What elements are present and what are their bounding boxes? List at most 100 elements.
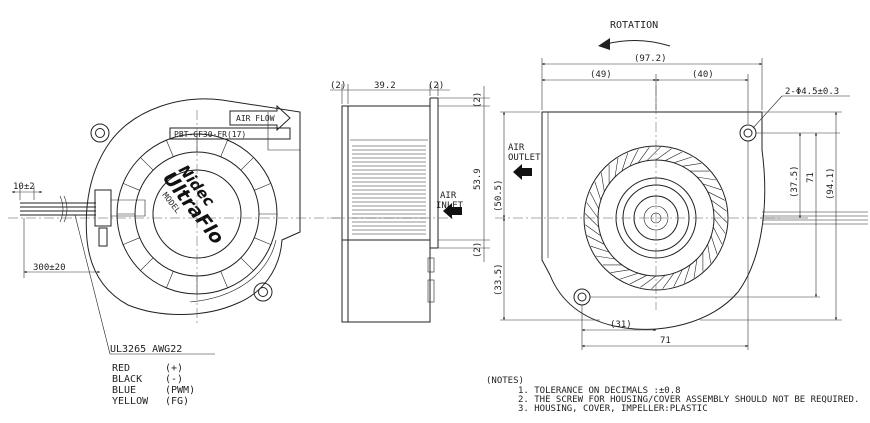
back-blade: [640, 275, 657, 288]
note-2: 2. THE SCREW FOR HOUSING/COVER ASSEMBLY …: [518, 395, 859, 405]
air-inlet-arrow: [443, 203, 462, 219]
back-blade: [637, 147, 650, 163]
front-spoke: [166, 271, 174, 289]
front-spoke: [122, 237, 140, 245]
front-spoke: [166, 139, 174, 157]
back-blade: [682, 163, 702, 167]
air-flow-arrow: [229, 104, 291, 132]
notes-title: (NOTES): [486, 376, 524, 386]
note-1: 1. TOLERANCE ON DECIMALS :±0.8: [518, 386, 681, 396]
back-dim-71-horizontal: 71: [660, 336, 671, 346]
side-dim-height: 53.9: [473, 168, 483, 190]
back-blade: [651, 275, 666, 290]
back-blade: [673, 156, 693, 164]
model-label: PBT-GF30-FR(17): [174, 130, 246, 139]
front-view: MODEL Nidec UltraFlo AIR FLOW PBT-GF30-F…: [11, 98, 301, 355]
back-dim-total: (97.2): [634, 54, 667, 64]
front-ear-bottom-right: [253, 282, 273, 302]
front-spoke: [240, 257, 254, 271]
back-blade: [711, 199, 727, 212]
wire-signal-yellow: (FG): [165, 396, 189, 407]
back-impeller-blades: [584, 146, 728, 290]
wire-signal-black: (-): [165, 374, 183, 385]
back-blade: [713, 217, 726, 234]
wire-spec-leader: [74, 214, 111, 355]
back-blade: [595, 255, 616, 260]
back-dim-505: (50.5): [494, 179, 504, 212]
wire-signal-blue: (PWM): [165, 385, 195, 396]
side-dim-left: (2): [330, 81, 346, 91]
back-blade: [702, 183, 722, 191]
back-blade: [710, 235, 718, 255]
wire-signal-red: (+): [165, 363, 183, 374]
back-dim-right: (40): [692, 70, 714, 80]
back-blade: [601, 172, 605, 192]
side-view: (2) 39.2 (2) (2) 53.9 (2) AIR INLET: [330, 81, 490, 323]
back-blade: [696, 176, 717, 181]
back-blade: [713, 226, 723, 245]
back-blade: [629, 149, 639, 167]
back-blade: [587, 235, 605, 245]
side-impeller-fins: [352, 145, 426, 235]
air-inlet-label-1: AIR: [440, 191, 457, 201]
back-hole-bottom-left: [573, 288, 591, 306]
air-outlet-label-2: OUTLET: [508, 153, 541, 163]
back-view: ROTATION AIR OUTLET (97.2) (49) (40: [494, 20, 868, 350]
back-blade: [713, 208, 728, 223]
front-spoke: [140, 157, 154, 171]
wire-color-blue: BLUE: [112, 385, 136, 396]
front-spoke: [220, 271, 228, 289]
wire-color-black: BLACK: [112, 374, 142, 385]
back-blade: [707, 244, 711, 264]
back-dim-94: (94.1): [826, 167, 836, 200]
wire-strain-relief: [94, 189, 112, 227]
wire-color-red: RED: [112, 363, 130, 374]
dim-lead-length: 300±20: [33, 263, 66, 273]
back-blade: [594, 181, 602, 201]
front-ear-top-left: [90, 123, 110, 143]
back-blade: [683, 264, 691, 284]
back-dim-31: (31): [610, 320, 632, 330]
air-outlet-label-1: AIR: [508, 143, 525, 153]
back-blade: [589, 191, 599, 210]
back-blade: [585, 224, 601, 237]
rotation-arrowhead: [598, 38, 610, 50]
back-blade: [693, 258, 698, 279]
front-spoke: [254, 237, 272, 245]
air-flow-label: AIR FLOW: [236, 114, 275, 123]
back-blade: [614, 157, 619, 178]
air-outlet-arrow: [513, 164, 532, 180]
back-blade: [664, 151, 683, 161]
side-dim-right: (2): [428, 81, 444, 91]
back-dim-37: (37.5): [790, 165, 800, 198]
note-3: 3. HOUSING, COVER, IMPELLER:PLASTIC: [518, 404, 708, 414]
back-dim-left: (49): [590, 70, 612, 80]
back-blade: [584, 213, 599, 228]
rotation-arc: [605, 39, 671, 47]
front-spoke: [220, 139, 228, 157]
model-label-box: [169, 127, 291, 140]
back-housing-outline: [541, 111, 766, 330]
back-blade: [646, 146, 661, 161]
back-blade: [707, 191, 725, 201]
back-blade: [655, 148, 672, 161]
back-blade: [590, 245, 610, 253]
back-blade: [610, 269, 630, 273]
wire-color-yellow: YELLOW: [112, 396, 149, 407]
side-dim-top: (2): [473, 92, 483, 108]
back-blade: [662, 273, 675, 289]
front-spoke: [140, 257, 154, 271]
back-blade: [629, 275, 648, 285]
wire-spec-table: UL3265 AWG22 RED (+) BLACK (-) BLUE (PWM…: [110, 344, 195, 407]
back-blade: [673, 269, 683, 287]
side-dim-bottom: (2): [473, 242, 483, 258]
wire-spec: UL3265 AWG22: [110, 344, 182, 355]
hole-callout: 2-Φ4.5±0.3: [785, 87, 839, 97]
back-dim-335: (33.5): [494, 263, 504, 296]
notes: (NOTES) 1. TOLERANCE ON DECIMALS :±0.8 2…: [486, 376, 859, 414]
rotation-label: ROTATION: [610, 20, 658, 31]
back-dim-71-vertical: 71: [806, 172, 816, 183]
front-spoke: [122, 183, 140, 191]
